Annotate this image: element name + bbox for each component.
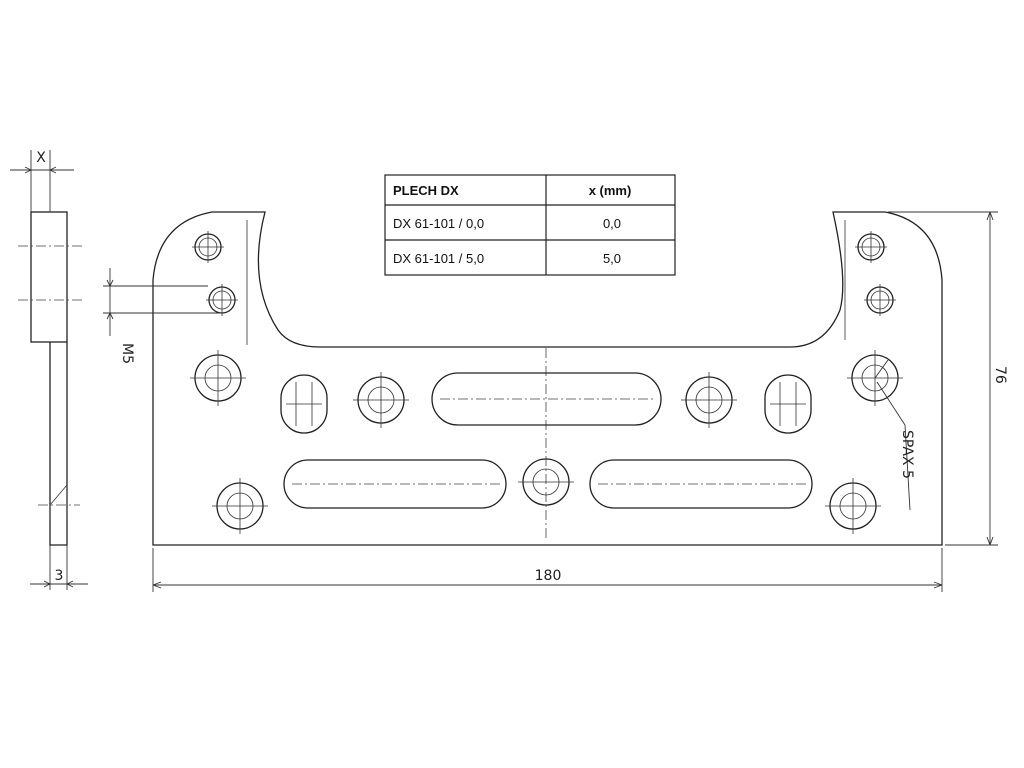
x-dim-label: X [36,150,46,166]
vertical-slot-left [280,374,328,434]
table-row-2-x: 5,0 [603,251,621,266]
x-dim-arrows [24,166,57,174]
side-view-countersink [49,484,68,520]
plate-hole-1 [190,350,246,406]
table-header-part: PLECH DX [393,183,459,198]
height-dimension: 76 [888,211,1008,546]
height-label: 76 [992,366,1008,384]
table-header-x: x (mm) [589,183,632,198]
width-label: 180 [535,568,562,584]
table-row-1-part: DX 61-101 / 0,0 [393,216,484,231]
plate-hole-6 [212,478,268,534]
side-view-plate [49,342,68,546]
plate-outline [152,211,943,546]
side-view-upper-body [30,211,68,343]
m5-label: M5 [119,343,135,364]
thickness-label: 3 [55,568,64,584]
thickness-arrows [43,580,74,588]
table-row-2-part: DX 61-101 / 5,0 [393,251,484,266]
left-ear-hole-lower [206,284,238,316]
variant-table: PLECH DX x (mm) DX 61-101 / 0,0 0,0 DX 6… [384,174,676,276]
side-view: X 3 [10,150,88,590]
long-slot-top [431,372,662,426]
plate-hole-3 [681,372,737,428]
right-ear-hole-upper [855,231,887,263]
plate-hole-7 [825,478,881,534]
right-ear-hole-lower [864,284,896,316]
plate-front-view [152,211,943,546]
left-ear-hole-upper [192,231,224,263]
m5-dimension: M5 [103,268,222,364]
long-slot-bottom-right [589,459,813,509]
spax-label: SPAX 5 [899,430,915,479]
table-row-1-x: 0,0 [603,216,621,231]
long-slot-bottom-left [283,459,507,509]
plate-hole-2 [353,372,409,428]
vertical-slot-right [764,374,812,434]
width-dimension: 180 [152,548,943,592]
plate-hole-5 [518,458,574,506]
spax-leader: SPAX 5 [874,359,915,511]
